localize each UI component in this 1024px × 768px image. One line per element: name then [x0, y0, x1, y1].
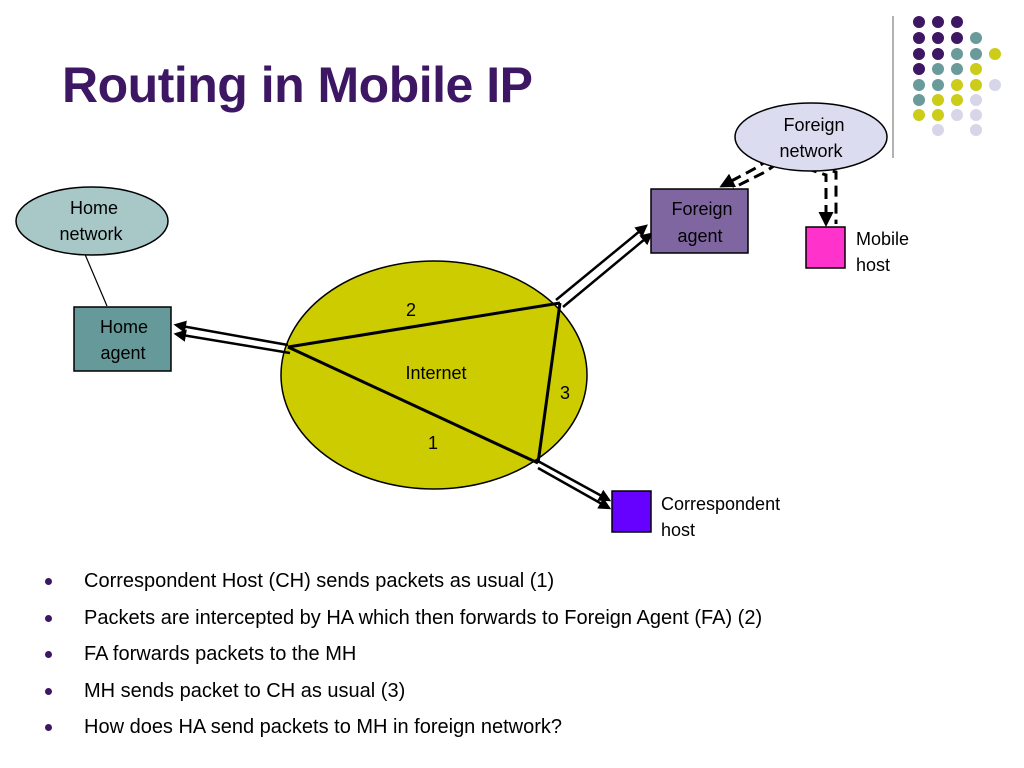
path-label-1: 1 [428, 433, 438, 453]
path-3-line [536, 302, 562, 464]
path-label-3: 3 [560, 383, 570, 403]
slide-title: Routing in Mobile IP [62, 57, 533, 113]
bullet-item: How does HA send packets to MH in foreig… [40, 709, 762, 746]
foreign-agent-box [650, 188, 749, 254]
home-network-ellipse [15, 186, 169, 256]
home-network-connector [83, 251, 108, 307]
arrow-internet-to-home-agent [173, 320, 291, 355]
home-network-label-2: network [59, 224, 123, 244]
home-agent-label-1: Home [100, 317, 148, 337]
path-label-2: 2 [406, 300, 416, 320]
mobile-host-box [805, 226, 846, 269]
mobile-host-label-2: host [856, 255, 890, 275]
internet-label: Internet [405, 363, 466, 383]
arrow-internet-to-foreign-agent [555, 224, 653, 308]
foreign-network-label-1: Foreign [783, 115, 844, 135]
bullet-list: Correspondent Host (CH) sends packets as… [40, 563, 762, 746]
arrow-internet-to-correspondent-host [535, 458, 612, 510]
home-network-label-1: Home [70, 198, 118, 218]
foreign-network-label-2: network [779, 141, 843, 161]
bullet-item: MH sends packet to CH as usual (3) [40, 673, 762, 710]
home-agent-label-2: agent [100, 343, 145, 363]
dashed-arrow-to-mobile-host [789, 160, 838, 227]
correspondent-host-label-1: Correspondent [661, 494, 780, 514]
path-1-line [287, 345, 539, 465]
correspondent-host-label-2: host [661, 520, 695, 540]
path-2-line [287, 301, 561, 349]
mobile-host-label-1: Mobile [856, 229, 909, 249]
foreign-agent-label-1: Foreign [671, 199, 732, 219]
foreign-network-ellipse [734, 102, 888, 172]
home-agent-box [73, 306, 172, 372]
bullet-item: Packets are intercepted by HA which then… [40, 600, 762, 637]
internet-ellipse [280, 260, 588, 490]
decorative-dot-grid [913, 16, 1001, 136]
foreign-agent-label-2: agent [677, 226, 722, 246]
bullet-item: Correspondent Host (CH) sends packets as… [40, 563, 762, 600]
bullet-item: FA forwards packets to the MH [40, 636, 762, 673]
correspondent-host-box [611, 490, 652, 533]
